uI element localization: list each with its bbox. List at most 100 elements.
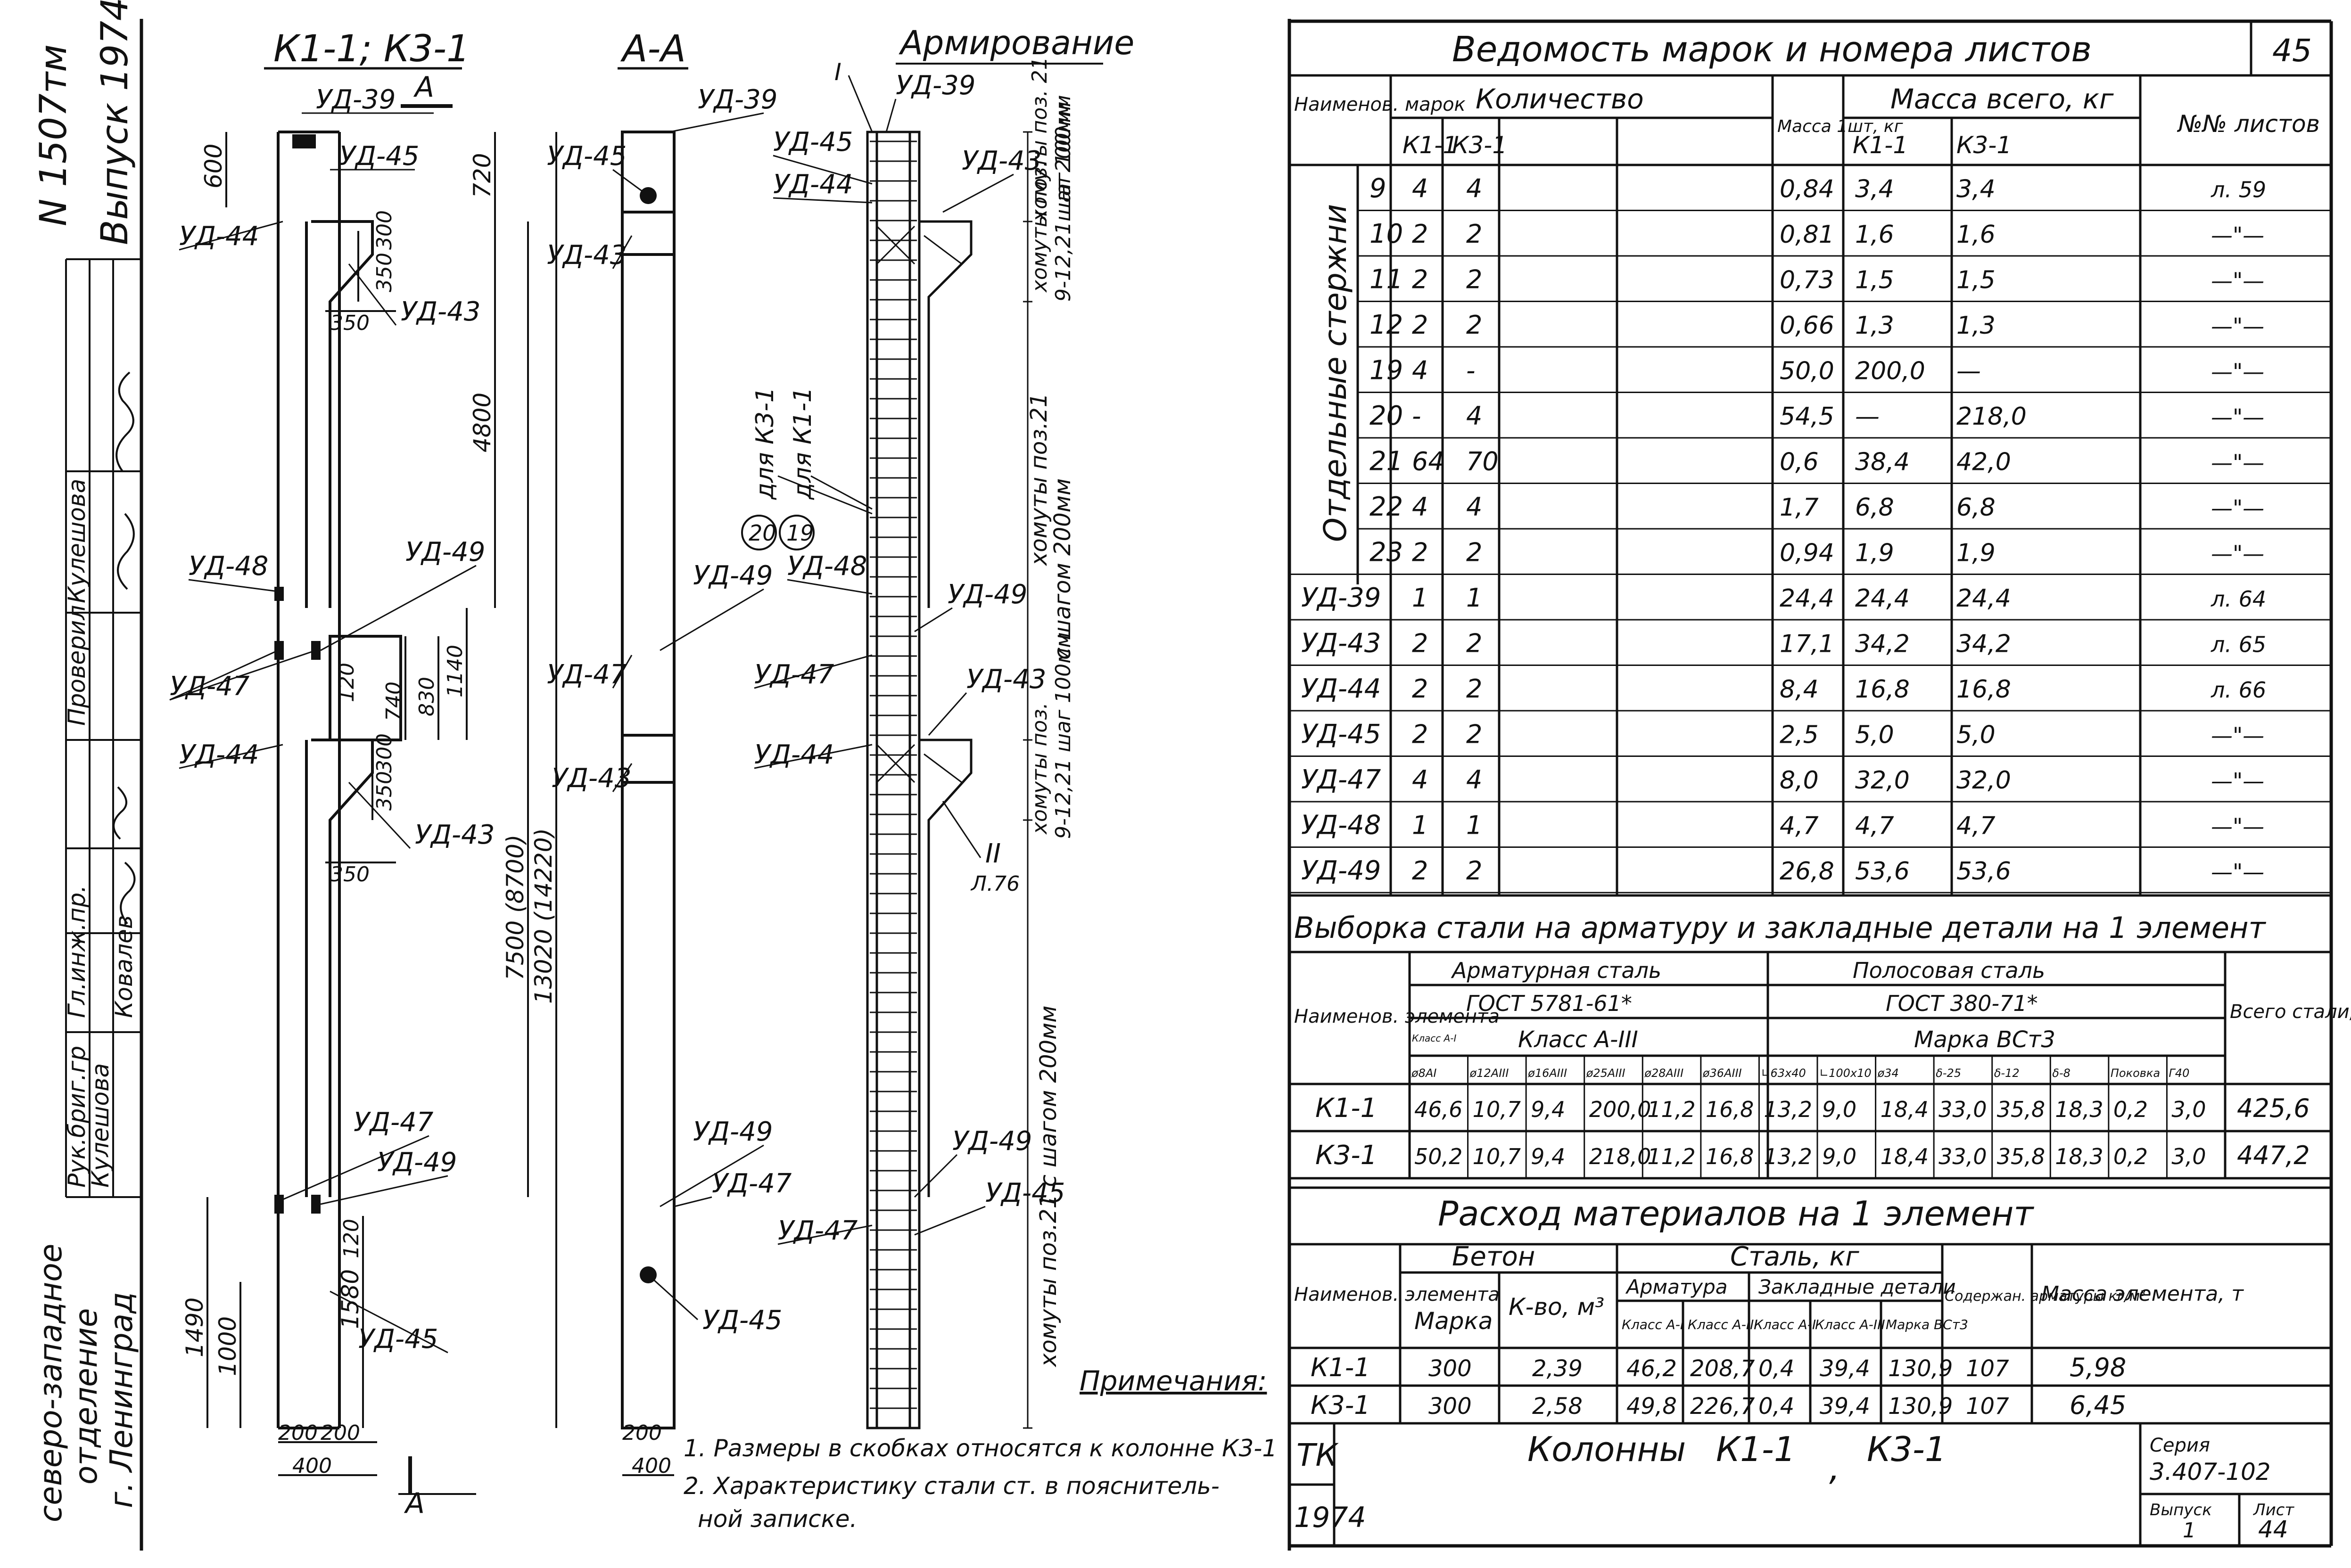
dim-7500: 7500 (8700)	[502, 835, 529, 980]
row-value: 13,2	[1764, 1144, 1812, 1169]
t2-head-rebar: Арматурная сталь	[1451, 958, 1661, 983]
row-value: 33,0	[1939, 1144, 1987, 1169]
label-ud45-v3b: УД-45	[985, 1178, 1065, 1208]
dim-350-low: 350	[372, 771, 396, 811]
sheet-frame	[140, 19, 2333, 1551]
row-mass-one: 0,73	[1780, 266, 1834, 295]
org-line3: г. Ленинград	[103, 1292, 140, 1508]
plate-ud49-lower	[311, 1195, 321, 1214]
row-mass-one: 8,0	[1780, 766, 1819, 795]
row-mass-k31: 53,6	[1956, 857, 2011, 886]
row-qty-k31: 4	[1466, 401, 1482, 431]
row-value: 18,4	[1881, 1144, 1929, 1169]
row-qty-k11: 2	[1412, 265, 1428, 295]
dimension-lines-left	[206, 132, 557, 1476]
row-qty-k31: 2	[1466, 856, 1482, 886]
col-head: ø12AIII	[1469, 1067, 1509, 1080]
rebar-note-low-b: 9-12,21 шаг 100мм	[1051, 632, 1075, 839]
row-sheet-ref: —"—	[2211, 222, 2264, 248]
row-mark: 21	[1369, 446, 1403, 477]
rebar-note-top-c: хомуты поз.	[1028, 160, 1052, 293]
row-mass-k11: 38,4	[1855, 448, 1910, 476]
row-qty-k31: 1	[1466, 811, 1482, 840]
row-qty-k11: 1	[1412, 811, 1428, 840]
dim-350-horiz-low: 350	[330, 862, 370, 887]
row-sheet-ref: —"—	[2211, 359, 2264, 385]
node-II-mark: II	[985, 838, 1001, 869]
label-ud49-v3b: УД-49	[952, 1126, 1032, 1157]
dim-1580: 1580	[337, 1269, 364, 1329]
row-qty-k31: 2	[1466, 310, 1482, 340]
row-qty-k11: 2	[1412, 629, 1428, 658]
section-mark-bottom: А	[404, 1487, 425, 1520]
tb-name-k11: К1-1	[1716, 1429, 1796, 1469]
row-mass-k11: 32,0	[1855, 766, 1910, 795]
label-ud47-v2a: УД-47	[547, 659, 627, 690]
stamp-issue: Выпуск 1974г	[94, 0, 136, 245]
rebar-note-top-a: хомуты поз. 21	[1028, 57, 1052, 222]
row-mass-k11: 53,6	[1855, 857, 1910, 886]
title-block: ТК 1974 Колонны К1-1 , К3-1 Серия 3.407-…	[1289, 1423, 2331, 1546]
dim-720: 720	[469, 153, 496, 198]
col-head: Поковка	[2111, 1067, 2160, 1080]
rebar-note-bot-a: хомуты поз.21 с шагом 200мм	[1035, 1006, 1062, 1368]
row-qty-k11: 2	[1412, 310, 1428, 340]
row-mark: 22	[1369, 492, 1403, 522]
tb-sheet-label: Лист	[2252, 1501, 2294, 1519]
tb-issue: 1	[2183, 1519, 2196, 1543]
t1-head-k31b: К3-1	[1956, 131, 2012, 159]
row-mass-k11: 1,5	[1855, 266, 1894, 295]
row-mass-one: 17,1	[1780, 630, 1834, 658]
row-mark: 12	[1369, 310, 1403, 340]
rebar-note-mid-b: с шагом 200мм	[1049, 478, 1076, 660]
tb-name-sep: ,	[1829, 1448, 1840, 1488]
page-number: 45	[2272, 33, 2312, 69]
label-ud47-v1b: УД-47	[354, 1107, 434, 1138]
label-ud39-v3: УД-39	[896, 70, 975, 101]
row-mass-k31: 5,0	[1956, 721, 1996, 749]
col-head: ø34	[1877, 1067, 1899, 1080]
dim-1140: 1140	[443, 645, 467, 698]
dim-400: 400	[292, 1454, 332, 1478]
row-mass-k31: —	[1956, 357, 1981, 386]
row-qty-k11: 4	[1412, 356, 1428, 386]
plate-ud48	[274, 587, 284, 601]
row-value: 3,0	[2171, 1144, 2206, 1169]
row-value: 50,2	[1414, 1144, 1462, 1169]
row-value: 10,7	[1473, 1144, 1521, 1169]
row-mass-k11: 3,4	[1855, 175, 1894, 204]
row-mass-one: 4,7	[1780, 812, 1819, 840]
label-ud45-v1b: УД-45	[358, 1324, 438, 1355]
row-value: 9,0	[1822, 1144, 1856, 1169]
row-sheet-ref: —"—	[2211, 404, 2264, 430]
t3-head-ea3: Класс А-III	[1815, 1317, 1885, 1332]
note-for-k11: для К1-1	[789, 387, 817, 500]
row-mark: УД-49	[1301, 855, 1381, 886]
row-a1: 46,2	[1626, 1355, 1677, 1382]
org-line1: северо-западное	[33, 1244, 69, 1522]
row-mass-k31: 6,8	[1956, 493, 1996, 522]
row-qty-k31: 2	[1466, 219, 1482, 249]
dim-4800: 4800	[469, 393, 496, 452]
row-mass-one: 0,66	[1780, 312, 1834, 340]
row-a3: 226,7	[1690, 1393, 1755, 1420]
row-qty-k11: 2	[1412, 856, 1428, 886]
col-head: ø28AIII	[1644, 1067, 1683, 1080]
row-sheet-ref: л. 64	[2211, 586, 2266, 612]
row-mark: УД-44	[1301, 673, 1381, 704]
col-head: δ-8	[2052, 1067, 2071, 1080]
row-value: 9,4	[1531, 1144, 1565, 1169]
row-mass-one: 8,4	[1780, 675, 1819, 704]
col-head: ø16AIII	[1527, 1067, 1567, 1080]
label-ud49-v1a: УД-49	[405, 537, 485, 567]
row-value: 9,0	[1822, 1097, 1856, 1122]
col-head: δ-12	[1994, 1067, 2020, 1080]
row-mass-k11: 24,4	[1855, 584, 1910, 613]
row-mass-k11: 5,0	[1855, 721, 1894, 749]
plate-ud47-lower	[274, 1195, 284, 1214]
label-ud45-v2b: УД-45	[702, 1305, 782, 1336]
note-for-k31: для К3-1	[751, 387, 779, 500]
row-qty-k31: -	[1466, 356, 1476, 386]
